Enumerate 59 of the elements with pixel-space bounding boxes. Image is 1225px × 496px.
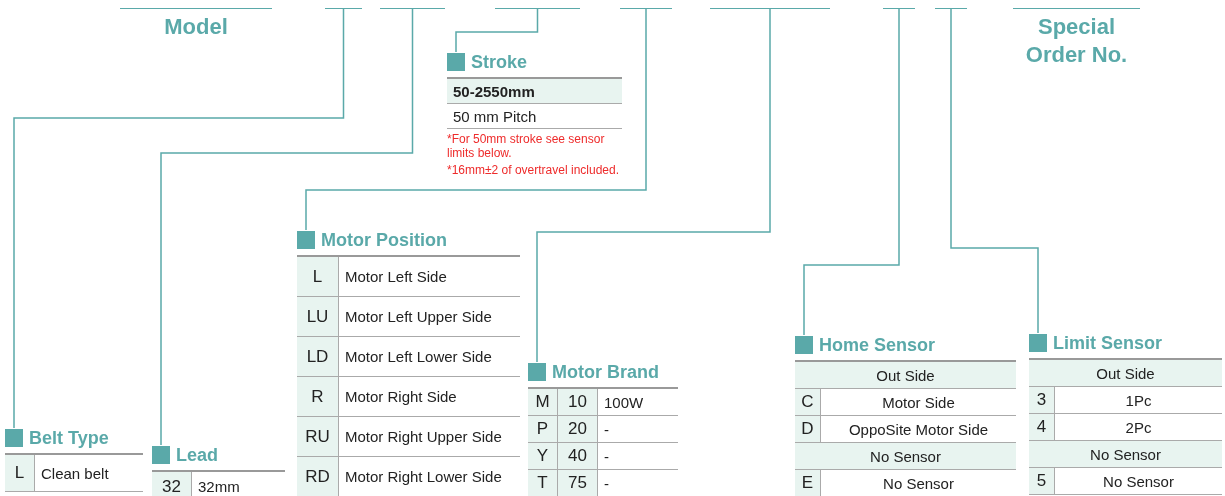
leader-line	[13, 8, 345, 429]
leader-line	[803, 8, 900, 336]
code-segment-line	[380, 8, 445, 9]
option-code: 40	[558, 443, 598, 470]
option-code: 75	[558, 470, 598, 496]
section-heading: Motor Position	[321, 229, 447, 251]
option-group-label: Out Side	[795, 362, 1016, 389]
section-heading: Motor Brand	[552, 361, 659, 383]
leader-line	[455, 8, 539, 53]
code-segment-line	[620, 8, 672, 9]
footnote: *16mm±2 of overtravel included.	[447, 163, 620, 177]
option-panel	[1029, 333, 1222, 495]
section-heading: Belt Type	[29, 427, 109, 449]
option-panel	[447, 52, 622, 177]
section-heading: Limit Sensor	[1053, 332, 1163, 354]
option-group-label: Out Side	[1029, 360, 1222, 387]
option-code: 20	[558, 416, 598, 443]
section-heading: Stroke	[471, 51, 528, 73]
option-code: E	[795, 470, 821, 496]
code-field-heading: Special Order No.	[1013, 8, 1140, 69]
option-code: L	[297, 257, 339, 297]
leader-line	[536, 8, 771, 363]
leader-line	[160, 8, 414, 446]
option-code: Y	[528, 443, 558, 470]
option-code: D	[795, 416, 821, 443]
section-heading: Home Sensor	[819, 334, 936, 356]
option-panel	[297, 230, 520, 496]
code-segment-line	[710, 8, 830, 9]
option-code: M	[528, 389, 558, 416]
option-code: 32	[152, 472, 192, 496]
option-code: 10	[558, 389, 598, 416]
option-code: L	[5, 455, 35, 492]
leader-line	[950, 8, 1039, 334]
option-panel	[795, 335, 1016, 496]
option-code: T	[528, 470, 558, 496]
option-group-label: No Sensor	[795, 443, 1016, 470]
footnote: *For 50mm stroke see sensor limits below.	[447, 132, 606, 160]
option-panel	[5, 428, 143, 492]
stroke-range: 50-2550mm	[447, 79, 622, 104]
code-field-heading: Model	[120, 8, 272, 41]
option-code: RU	[297, 417, 339, 457]
option-code: R	[297, 377, 339, 417]
option-code: P	[528, 416, 558, 443]
code-segment-line	[883, 8, 915, 9]
option-code: RD	[297, 457, 339, 496]
option-code: LU	[297, 297, 339, 337]
option-code: C	[795, 389, 821, 416]
option-code: 4	[1029, 414, 1055, 441]
option-code: 3	[1029, 387, 1055, 414]
leader-line	[305, 8, 647, 231]
option-group-label: No Sensor	[1029, 441, 1222, 468]
code-segment-line	[495, 8, 580, 9]
option-code: LD	[297, 337, 339, 377]
section-heading: Lead	[176, 444, 218, 466]
option-panel	[528, 362, 678, 496]
option-panel	[152, 445, 285, 496]
option-code: 5	[1029, 468, 1055, 495]
code-segment-line	[325, 8, 362, 9]
code-segment-line	[935, 8, 967, 9]
